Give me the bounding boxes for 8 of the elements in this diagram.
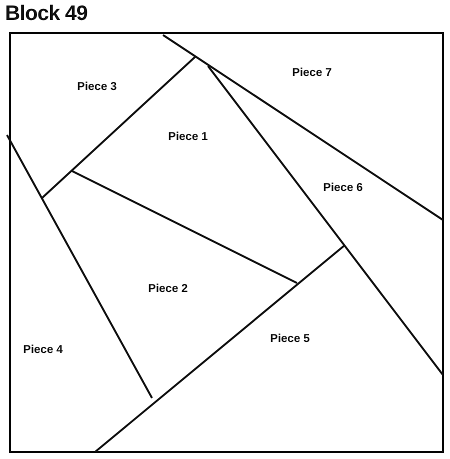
piece-label: Piece 1: [168, 131, 208, 143]
piece-label: Piece 4: [23, 344, 63, 356]
piece-label: Piece 6: [323, 182, 363, 194]
piece-label: Piece 7: [292, 67, 332, 79]
piece-label: Piece 3: [77, 81, 117, 93]
title: Block 49: [5, 2, 88, 26]
piece-label: Piece 2: [148, 283, 188, 295]
piece-label: Piece 5: [270, 333, 310, 345]
